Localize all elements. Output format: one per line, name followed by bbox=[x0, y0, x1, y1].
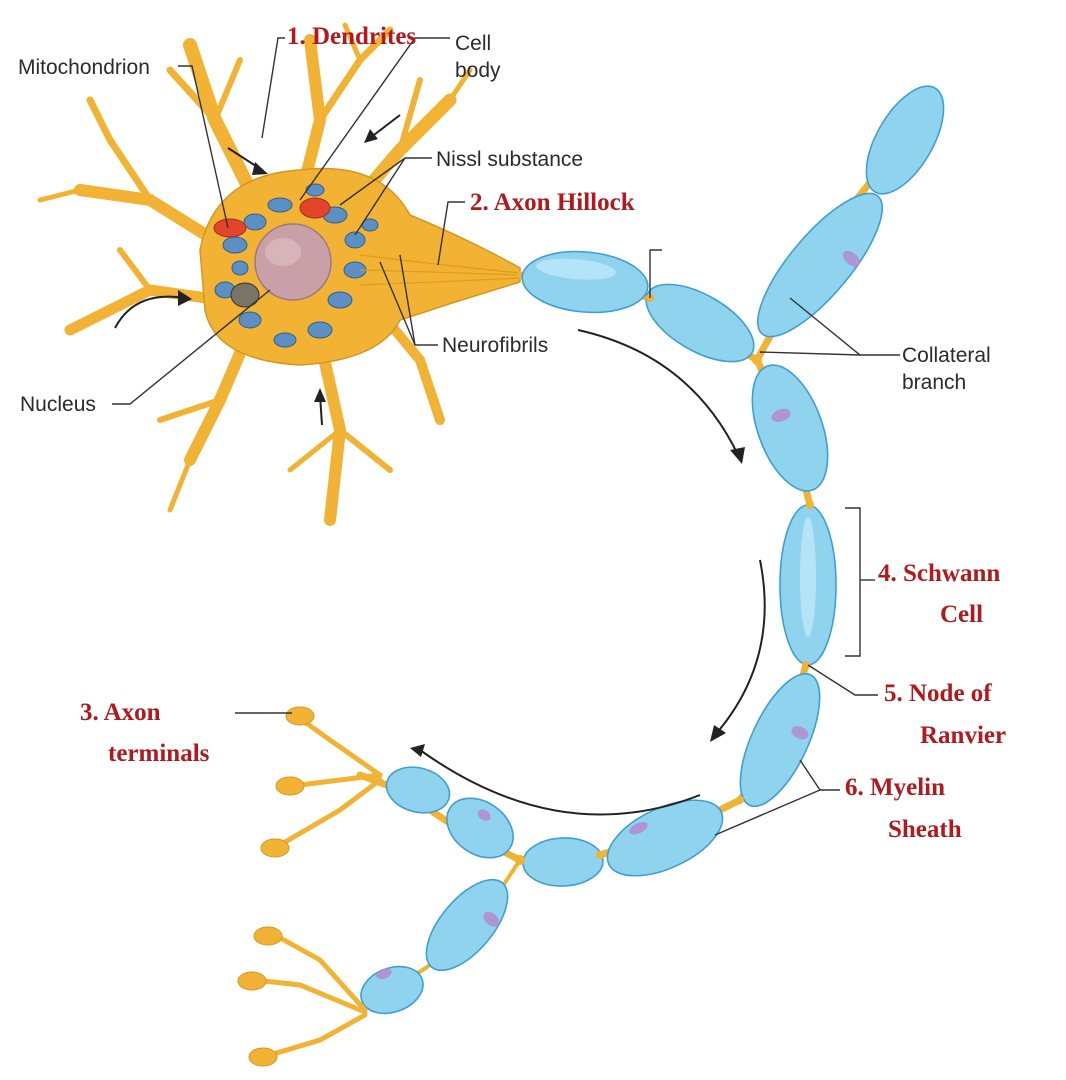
myelin-sheath bbox=[360, 85, 945, 1015]
label-axon-terminals-1: 3. Axon bbox=[80, 699, 161, 726]
node-of-ranvier bbox=[802, 661, 810, 669]
label-dendrites: 1. Dendrites bbox=[287, 23, 416, 50]
label-schwann-1: 4. Schwann bbox=[878, 560, 1000, 587]
label-collateral-2: branch bbox=[902, 371, 966, 394]
label-collateral-1: Collateral bbox=[902, 344, 991, 367]
label-axon-terminals-2: terminals bbox=[108, 740, 210, 767]
label-nucleus: Nucleus bbox=[20, 393, 96, 416]
axon-terminals bbox=[237, 706, 383, 1067]
label-nissl-substance: Nissl substance bbox=[436, 148, 583, 171]
label-node-2: Ranvier bbox=[920, 722, 1006, 749]
leader-lines bbox=[112, 37, 900, 836]
label-myelin-1: 6. Myelin bbox=[845, 774, 945, 801]
label-myelin-2: Sheath bbox=[888, 816, 962, 843]
mitochondrion-left bbox=[213, 218, 247, 238]
label-schwann-2: Cell bbox=[940, 601, 983, 628]
cell-body bbox=[199, 167, 521, 366]
label-axon-hillock: 2. Axon Hillock bbox=[470, 189, 635, 216]
mitochondrion-right bbox=[299, 197, 331, 219]
label-node-1: 5. Node of bbox=[884, 680, 992, 707]
label-cell-body-1: Cell bbox=[455, 32, 491, 55]
label-cell-body-2: body bbox=[455, 59, 501, 82]
labels: Mitochondrion Nucleus Cell body Nissl su… bbox=[18, 23, 1006, 843]
label-mitochondrion: Mitochondrion bbox=[18, 56, 150, 79]
label-neurofibrils: Neurofibrils bbox=[442, 334, 548, 357]
signal-direction-arrows bbox=[114, 114, 766, 816]
